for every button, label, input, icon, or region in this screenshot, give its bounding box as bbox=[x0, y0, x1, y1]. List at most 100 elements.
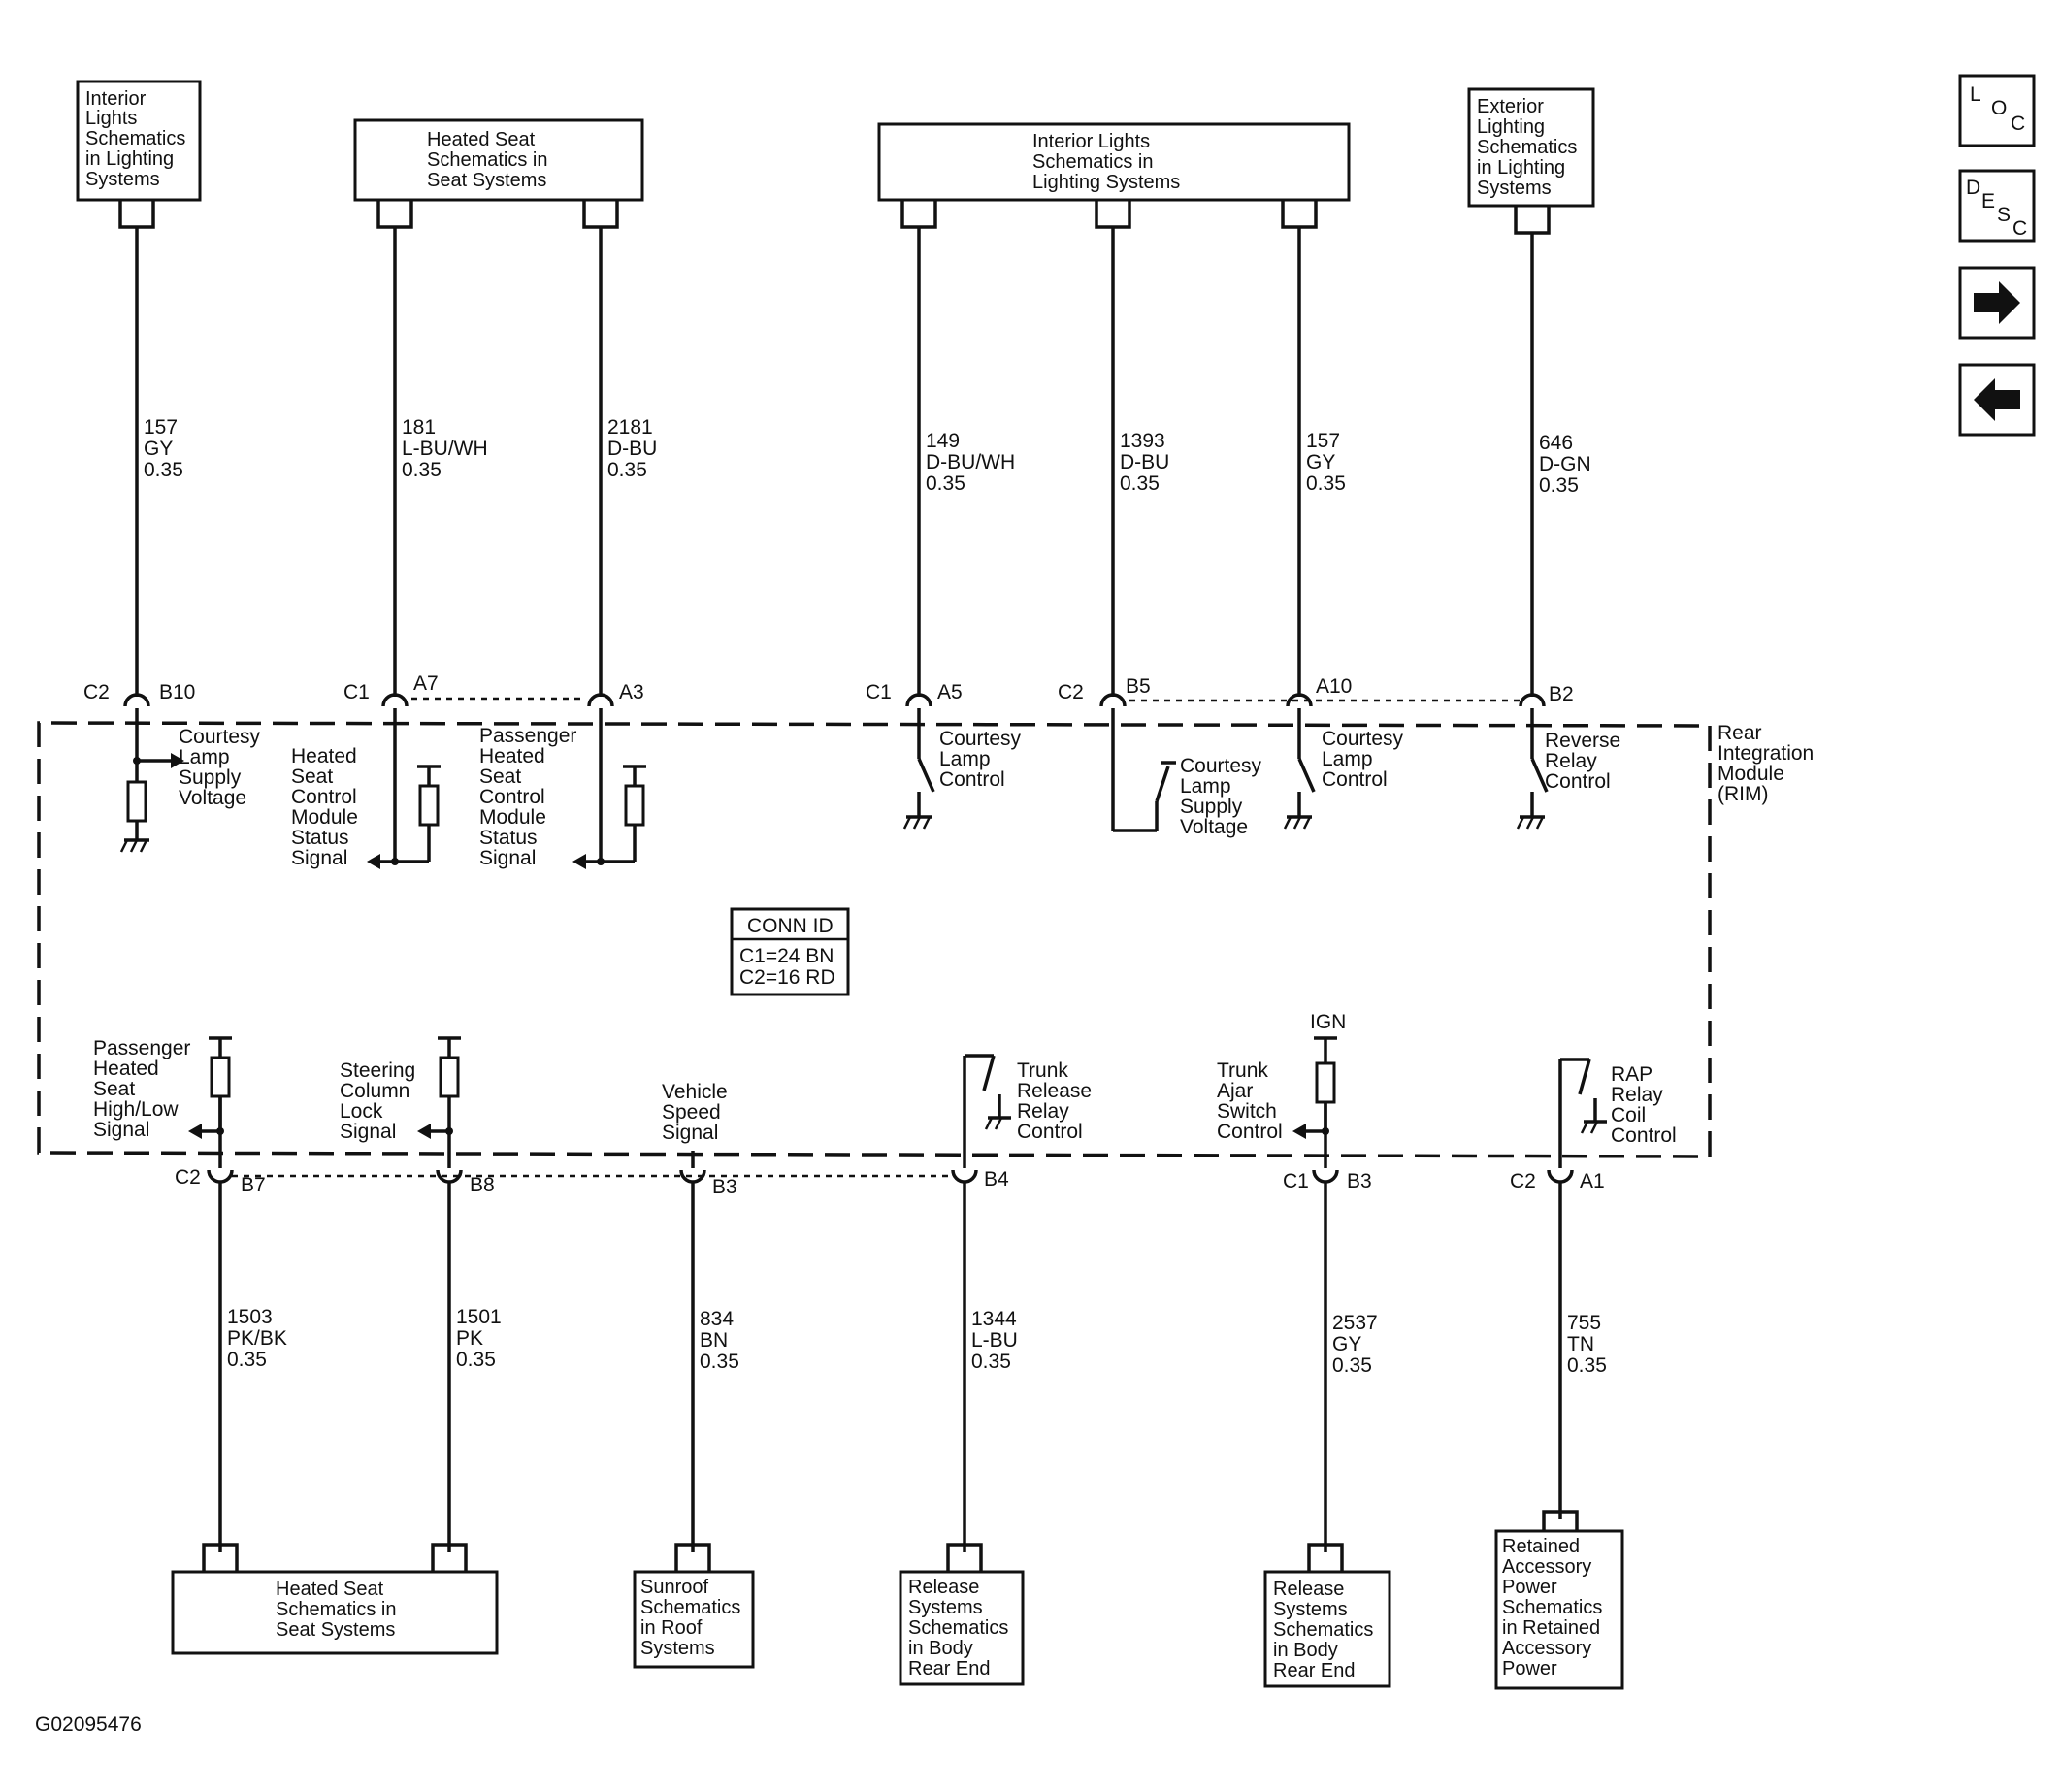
wire-label-color: GY bbox=[1306, 451, 1335, 473]
diagram-text: Passenger bbox=[479, 725, 576, 747]
wire-label-circuit: 157 bbox=[1306, 430, 1340, 452]
connector-label: C1 bbox=[344, 681, 370, 703]
top-function-labels: Courtesy Lamp Supply Voltage Heated Seat… bbox=[179, 725, 1620, 869]
diagram-text: Lamp bbox=[1322, 748, 1373, 770]
diagram-text: in Lighting bbox=[85, 148, 174, 170]
wire-label-gauge: 0.35 bbox=[971, 1351, 1011, 1373]
wire-label-color: D-BU bbox=[607, 438, 657, 460]
bottom-pin-labels: C2 B7 B8 B3 B4 C1 B3 C2 A1 bbox=[175, 1166, 1605, 1198]
wire-label-gauge: 0.35 bbox=[1306, 472, 1346, 495]
loc-button[interactable]: L O C bbox=[1958, 74, 2036, 147]
desc-button[interactable]: D E S C bbox=[1958, 169, 2036, 243]
diagram-text: Lights bbox=[85, 108, 137, 129]
diagram-text: Schematics bbox=[1502, 1597, 1602, 1618]
diagram-text: Ajar bbox=[1217, 1080, 1253, 1102]
diagram-text: Signal bbox=[93, 1119, 149, 1141]
b7-internal bbox=[188, 1036, 232, 1139]
top-box-heated-seat: Heated Seat Schematics in Seat Systems bbox=[353, 118, 644, 202]
diagram-text: Schematics bbox=[1477, 137, 1577, 158]
diagram-text: Control bbox=[939, 768, 1005, 791]
diagram-text: Relay bbox=[1017, 1100, 1069, 1123]
desc-letter-d: D bbox=[1966, 177, 1980, 199]
b10-internal bbox=[119, 753, 184, 853]
diagram-text: Control bbox=[1322, 768, 1388, 791]
diagram-text: Control bbox=[1611, 1124, 1677, 1147]
diagram-text: Control bbox=[1217, 1121, 1283, 1143]
top-box-interior-lights-1: Interior Lights Schematics in Lighting S… bbox=[76, 80, 202, 202]
diagram-text: Heated bbox=[291, 745, 357, 767]
module-name-line-2: Integration bbox=[1718, 742, 1814, 765]
pin-label: A1 bbox=[1580, 1170, 1605, 1192]
diagram-text: Lamp bbox=[939, 748, 991, 770]
top-wires bbox=[135, 227, 1534, 697]
diagram-text: Courtesy bbox=[1180, 755, 1262, 777]
diagram-text: Speed bbox=[662, 1101, 721, 1124]
diagram-text: Trunk bbox=[1217, 1059, 1268, 1082]
wire-label-gauge: 0.35 bbox=[607, 459, 647, 481]
wire-label-gauge: 0.35 bbox=[1120, 472, 1160, 495]
wire-label-circuit: 834 bbox=[700, 1308, 734, 1330]
ign-label: IGN bbox=[1310, 1011, 1346, 1033]
diagram-text: Rear End bbox=[908, 1658, 991, 1679]
wire-label-color: PK/BK bbox=[227, 1327, 287, 1350]
diagram-text: Supply bbox=[179, 766, 242, 789]
diagram-text: Schematics in bbox=[276, 1599, 397, 1620]
wire-label-circuit: 1393 bbox=[1120, 430, 1165, 452]
diagram-text: Module bbox=[291, 806, 358, 829]
diagram-text: Heated Seat bbox=[427, 129, 536, 150]
diagram-text: High/Low bbox=[93, 1098, 179, 1121]
diagram-text: in Body bbox=[908, 1638, 973, 1659]
diagram-text: Vehicle bbox=[662, 1081, 728, 1103]
a7-internal bbox=[367, 765, 441, 869]
wire-label-color: D-BU/WH bbox=[926, 451, 1015, 473]
wire-label-color: GY bbox=[144, 438, 173, 460]
diagram-text: Courtesy bbox=[1322, 728, 1404, 750]
top-pin-labels: C2 B10 C1 A7 A3 C1 A5 C2 B5 A10 B2 bbox=[83, 672, 1574, 705]
diagram-text: Module bbox=[479, 806, 546, 829]
connector-label: C1 bbox=[1283, 1170, 1309, 1192]
diagram-text: Voltage bbox=[1180, 816, 1248, 838]
wire-label-color: PK bbox=[456, 1327, 483, 1350]
diagram-text: Lock bbox=[340, 1100, 383, 1123]
diagram-text: RAP bbox=[1611, 1063, 1652, 1086]
top-box-exterior-lighting: Exterior Lighting Schematics in Lighting… bbox=[1467, 87, 1595, 208]
pin-label: B3 bbox=[712, 1176, 737, 1198]
diagram-text: Control bbox=[291, 786, 357, 808]
a1-internal bbox=[1558, 1058, 1607, 1134]
connector-label: C2 bbox=[1510, 1170, 1536, 1192]
c1-b3-internal bbox=[1292, 1036, 1337, 1139]
top-wire-labels: 157 GY 0.35 181 L-BU/WH 0.35 2181 D-BU 0… bbox=[144, 416, 1591, 497]
wire-label-gauge: 0.35 bbox=[1539, 474, 1579, 497]
diagram-text: Seat bbox=[479, 766, 521, 788]
diagram-text: Supply bbox=[1180, 796, 1243, 818]
diagram-text: Systems bbox=[1477, 178, 1552, 199]
wire-label-gauge: 0.35 bbox=[402, 459, 442, 481]
bottom-wire-labels: 1503 PK/BK 0.35 1501 PK 0.35 834 BN 0.35… bbox=[227, 1306, 1607, 1377]
wire-label-color: D-GN bbox=[1539, 453, 1591, 475]
bottom-connector-pins bbox=[207, 1169, 1574, 1184]
diagram-text: Status bbox=[291, 827, 349, 849]
diagram-text: Schematics bbox=[1273, 1619, 1373, 1641]
previous-page-button[interactable] bbox=[1958, 363, 2036, 437]
pin-label: A5 bbox=[937, 681, 963, 703]
b2-internal bbox=[1516, 758, 1549, 830]
diagram-text: Heated bbox=[479, 745, 545, 767]
conn-id-c2: C2=16 RD bbox=[739, 966, 835, 989]
next-page-button[interactable] bbox=[1958, 266, 2036, 340]
wire-label-circuit: 1501 bbox=[456, 1306, 502, 1328]
pin-label: B5 bbox=[1126, 675, 1151, 698]
module-name-line-1: Rear bbox=[1718, 722, 1762, 744]
diagram-text: Heated bbox=[93, 1058, 159, 1080]
diagram-text: Seat bbox=[93, 1078, 135, 1100]
bottom-box-release-2: Release Systems Schematics in Body Rear … bbox=[1263, 1570, 1391, 1688]
wire-label-circuit: 646 bbox=[1539, 432, 1573, 454]
diagram-text: Rear End bbox=[1273, 1660, 1356, 1681]
pin-label: A7 bbox=[413, 672, 439, 695]
pin-label: A3 bbox=[619, 681, 644, 703]
diagram-text: Accessory bbox=[1502, 1638, 1591, 1659]
connector-label: C2 bbox=[1058, 681, 1084, 703]
bottom-box-sunroof: Sunroof Schematics in Roof Systems bbox=[633, 1570, 755, 1669]
diagram-text: Lamp bbox=[1180, 775, 1231, 798]
conn-id-c1: C1=24 BN bbox=[739, 945, 834, 967]
wire-label-color: TN bbox=[1567, 1333, 1594, 1355]
